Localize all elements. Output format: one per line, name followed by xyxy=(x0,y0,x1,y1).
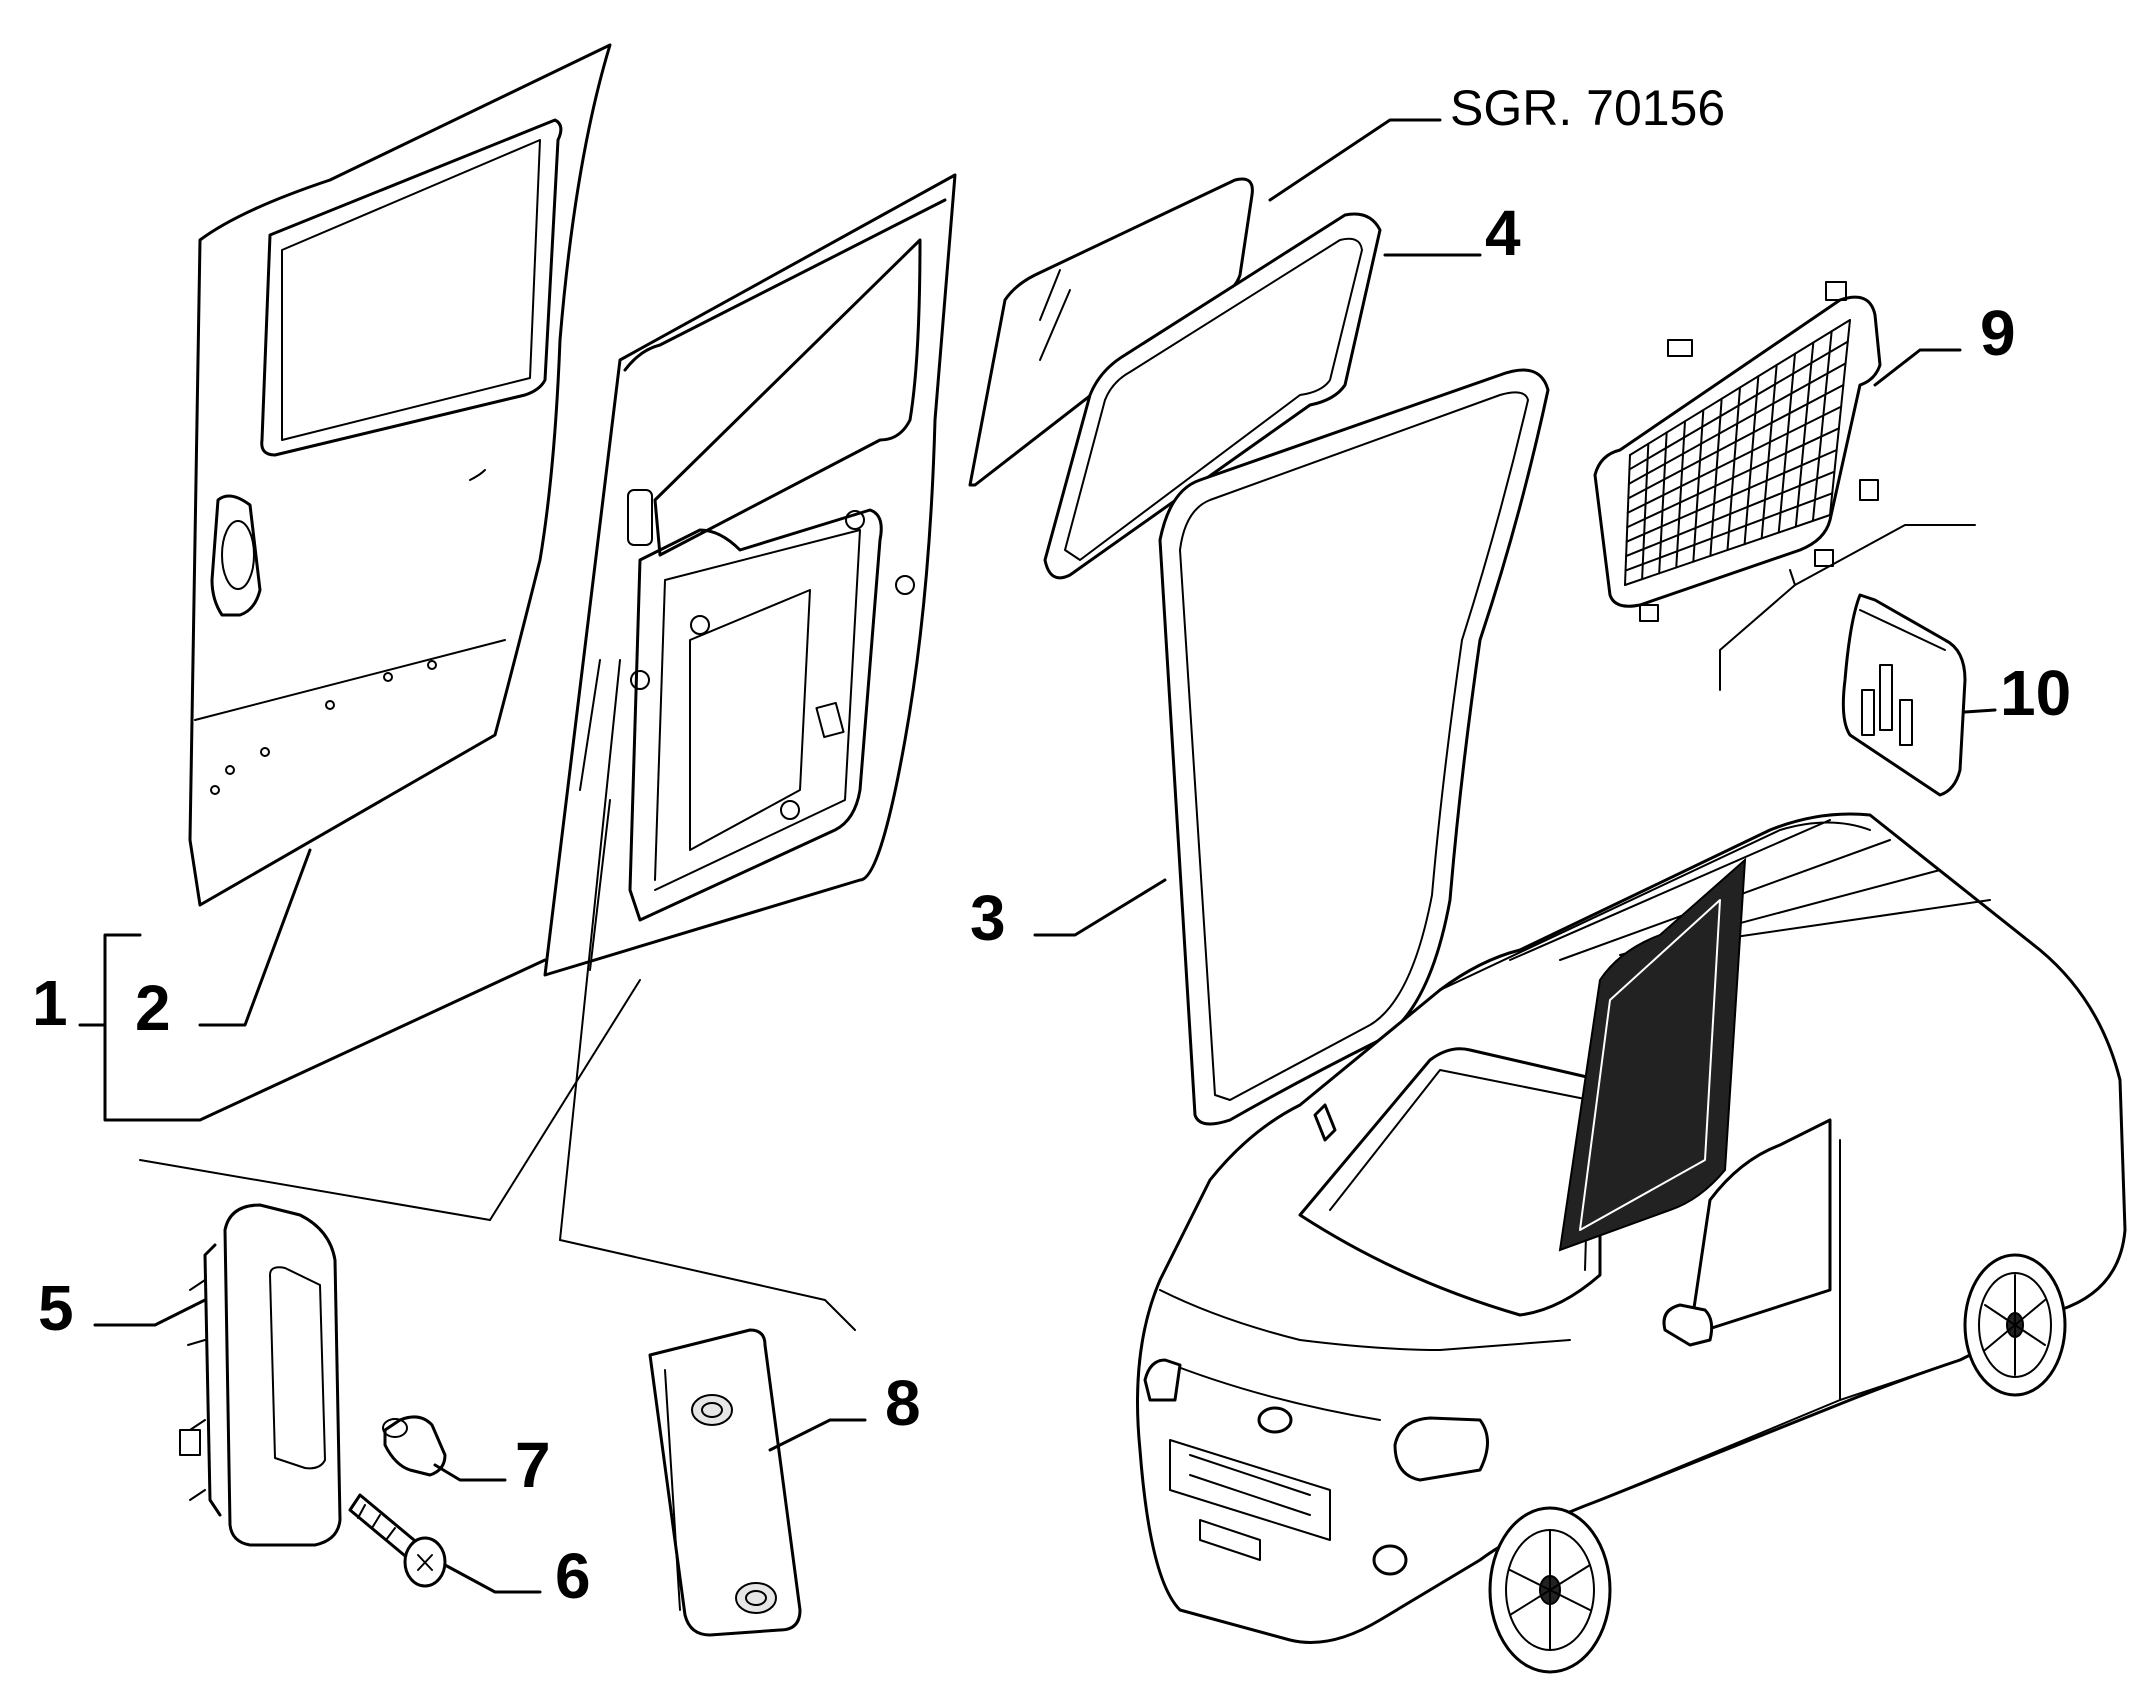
callout-5: 5 xyxy=(38,1272,74,1344)
fixing-kit-bag xyxy=(1841,593,1967,797)
callout-6: 6 xyxy=(555,1540,591,1612)
door-handle xyxy=(179,1203,342,1547)
callout-9: 9 xyxy=(1980,297,2016,369)
callout-7: 7 xyxy=(515,1429,551,1501)
leader-lines xyxy=(78,118,1997,1594)
outer-door-panel xyxy=(188,43,612,907)
callout-4: 4 xyxy=(1485,197,1521,269)
callout-3: 3 xyxy=(970,882,1006,954)
door-inner-frame xyxy=(543,173,957,977)
callout-10: 10 xyxy=(2000,657,2071,729)
grille-mesh xyxy=(1624,319,1851,586)
reference-code: SGR. 70156 xyxy=(1450,80,1725,136)
glass-seal xyxy=(1043,212,1382,580)
pillar-trim xyxy=(648,1328,802,1637)
mesh-grille xyxy=(1593,281,1882,622)
vehicle-van xyxy=(1136,812,2127,1674)
callout-1: 1 xyxy=(32,967,68,1039)
door-weatherstrip xyxy=(1158,368,1550,1126)
screw xyxy=(348,1493,447,1588)
callout-8: 8 xyxy=(885,1367,921,1439)
callout-2: 2 xyxy=(135,972,171,1044)
